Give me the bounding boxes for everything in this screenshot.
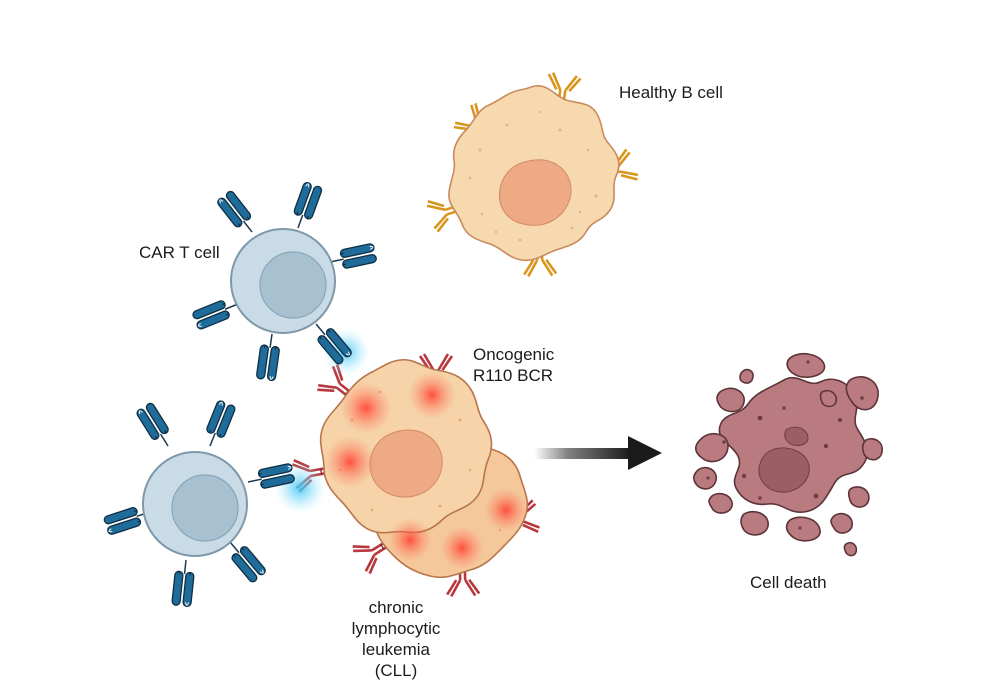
cll-cell-icon bbox=[274, 328, 542, 598]
cll-label-line3: leukemia bbox=[361, 640, 431, 659]
healthy-b-cell-icon bbox=[424, 70, 641, 278]
car-t-cell-icon-2 bbox=[102, 399, 296, 608]
healthy-nucleus bbox=[499, 159, 572, 226]
cll-label-line1: chronic bbox=[368, 598, 424, 617]
healthy-b-cell-label: Healthy B cell bbox=[619, 83, 723, 102]
cll-nucleus bbox=[369, 429, 443, 498]
car-t-cell-label: CAR T cell bbox=[139, 243, 220, 262]
healthy-granules bbox=[468, 110, 598, 242]
bcr-label: Oncogenic R110 BCR bbox=[473, 344, 554, 386]
car-t-cell-icon bbox=[191, 180, 378, 382]
activation-glows bbox=[274, 328, 528, 570]
cll-label: chronic lymphocytic leukemia (CLL) bbox=[338, 597, 454, 681]
arrow-right-icon bbox=[534, 436, 662, 470]
dead-cell-spots bbox=[706, 360, 864, 530]
bcr-label-line2: R110 BCR bbox=[473, 366, 553, 385]
cll-label-line4: (CLL) bbox=[374, 661, 418, 680]
cell-death-label: Cell death bbox=[750, 573, 827, 592]
bcr-label-line1: Oncogenic bbox=[473, 345, 555, 364]
cll-label-line2: lymphocytic bbox=[351, 619, 441, 638]
